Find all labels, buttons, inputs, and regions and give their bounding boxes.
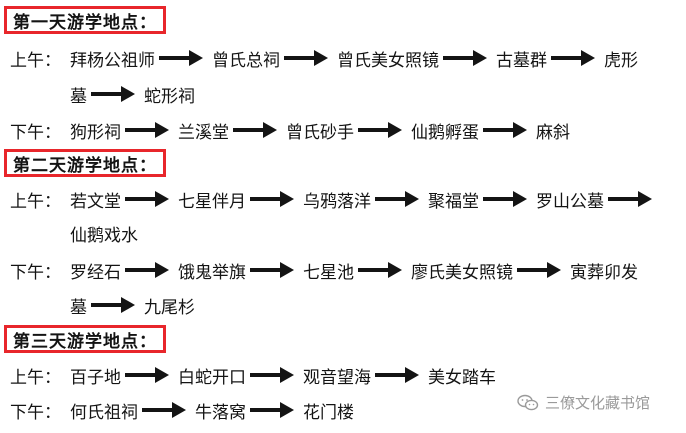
day-2-morning-row: 上午： 若文堂 七星伴月 乌鸦落洋 聚福堂 罗山公墓 — [10, 186, 686, 212]
wechat-icon — [517, 394, 539, 410]
right-arrow-icon — [250, 262, 294, 278]
place-name: 饿鬼举旗 — [178, 262, 246, 283]
right-arrow-icon — [608, 191, 652, 207]
watermark: 三僚文化藏书馆 — [517, 392, 650, 413]
place-name: 仙鹅孵蛋 — [411, 122, 479, 143]
right-arrow-icon — [159, 50, 203, 66]
day-3-afternoon-row: 下午： 何氏祖祠 牛落窝 花门楼 — [10, 397, 686, 423]
day-2-afternoon-row-continued: 墓 九尾杉 — [70, 292, 686, 318]
place-name: 花门楼 — [303, 402, 354, 423]
right-arrow-icon — [250, 367, 294, 383]
day-1-afternoon-row: 下午： 狗形祠 兰溪堂 曾氏砂手 仙鹅孵蛋 麻斜 — [10, 117, 686, 143]
right-arrow-icon — [250, 191, 294, 207]
time-label: 下午： — [10, 122, 61, 143]
place-name: 狗形祠 — [70, 122, 121, 143]
time-label: 上午： — [10, 50, 61, 71]
right-arrow-icon — [91, 86, 135, 102]
right-arrow-icon — [125, 191, 169, 207]
place-name: 寅葬卯发 — [570, 262, 638, 283]
place-name: 兰溪堂 — [178, 122, 229, 143]
place-name: 虎形 — [604, 50, 638, 71]
place-name: 墓 — [70, 297, 87, 318]
right-arrow-icon — [517, 262, 561, 278]
right-arrow-icon — [91, 297, 135, 313]
right-arrow-icon — [358, 262, 402, 278]
place-name: 蛇形祠 — [144, 86, 195, 107]
place-name: 麻斜 — [536, 122, 570, 143]
right-arrow-icon — [233, 122, 277, 138]
day-2-morning-row-continued: 仙鹅戏水 — [70, 220, 686, 246]
right-arrow-icon — [375, 367, 419, 383]
time-label: 下午： — [10, 262, 61, 283]
day-2-header: 第二天游学地点： — [4, 149, 166, 177]
right-arrow-icon — [125, 262, 169, 278]
place-name: 廖氏美女照镜 — [411, 262, 513, 283]
right-arrow-icon — [284, 50, 328, 66]
place-name: 百子地 — [70, 367, 121, 388]
day-1-header: 第一天游学地点： — [4, 6, 166, 34]
day-1-morning-row-continued: 墓 蛇形祠 — [70, 81, 686, 107]
day-3-morning-row: 上午： 百子地 白蛇开口 观音望海 美女踏车 — [10, 362, 686, 388]
right-arrow-icon — [443, 50, 487, 66]
right-arrow-icon — [483, 191, 527, 207]
right-arrow-icon — [551, 50, 595, 66]
place-name: 九尾杉 — [144, 297, 195, 318]
place-name: 罗山公墓 — [536, 191, 604, 212]
place-name: 观音望海 — [303, 367, 371, 388]
place-name: 曾氏砂手 — [286, 122, 354, 143]
day-3-header: 第三天游学地点： — [4, 325, 166, 353]
right-arrow-icon — [142, 402, 186, 418]
place-name: 仙鹅戏水 — [70, 225, 138, 246]
right-arrow-icon — [483, 122, 527, 138]
place-name: 拜杨公祖师 — [70, 50, 155, 71]
time-label: 上午： — [10, 367, 61, 388]
right-arrow-icon — [358, 122, 402, 138]
place-name: 古墓群 — [496, 50, 547, 71]
day-2-afternoon-row: 下午： 罗经石 饿鬼举旗 七星池 廖氏美女照镜 寅葬卯发 — [10, 257, 686, 283]
right-arrow-icon — [125, 122, 169, 138]
place-name: 若文堂 — [70, 191, 121, 212]
place-name: 曾氏美女照镜 — [337, 50, 439, 71]
place-name: 七星伴月 — [178, 191, 246, 212]
place-name: 聚福堂 — [428, 191, 479, 212]
place-name: 牛落窝 — [195, 402, 246, 423]
right-arrow-icon — [125, 367, 169, 383]
right-arrow-icon — [250, 402, 294, 418]
right-arrow-icon — [375, 191, 419, 207]
watermark-text: 三僚文化藏书馆 — [544, 394, 650, 412]
place-name: 何氏祖祠 — [70, 402, 138, 423]
place-name: 乌鸦落洋 — [303, 191, 371, 212]
place-name: 罗经石 — [70, 262, 121, 283]
time-label: 下午： — [10, 402, 61, 423]
place-name: 七星池 — [303, 262, 354, 283]
day-1-morning-row: 上午： 拜杨公祖师 曾氏总祠 曾氏美女照镜 古墓群 虎形 — [10, 45, 686, 71]
place-name: 墓 — [70, 86, 87, 107]
place-name: 白蛇开口 — [178, 367, 246, 388]
place-name: 曾氏总祠 — [212, 50, 280, 71]
time-label: 上午： — [10, 191, 61, 212]
place-name: 美女踏车 — [428, 367, 496, 388]
